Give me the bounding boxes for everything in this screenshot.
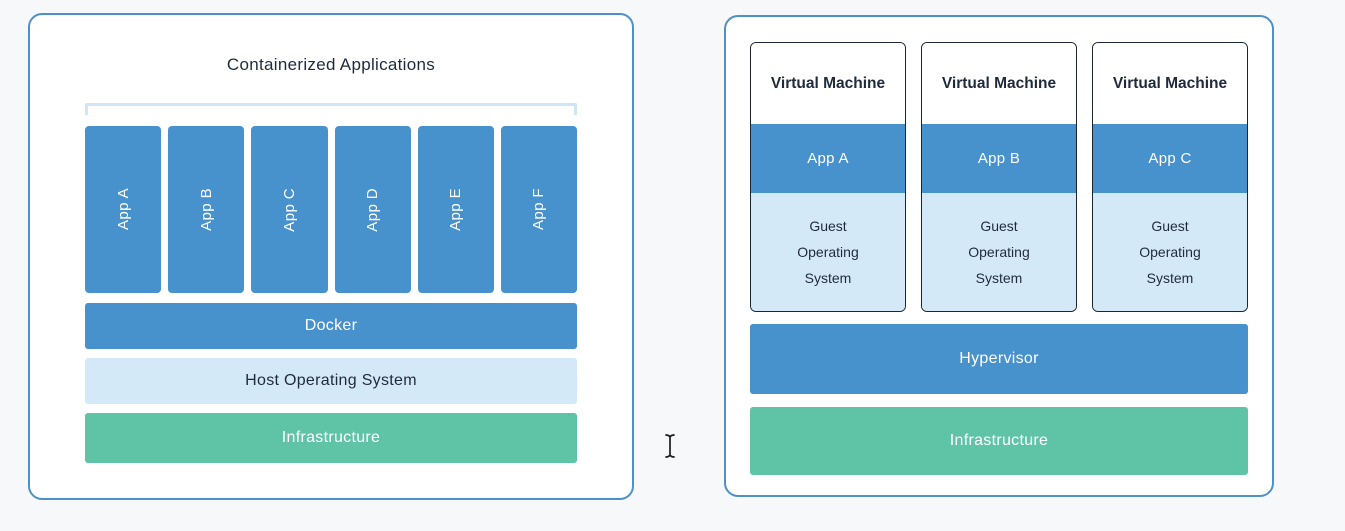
vm-box: Virtual Machine App B Guest Operating Sy…: [921, 42, 1077, 312]
vm-guest-os-label: Guest Operating System: [968, 218, 1030, 286]
app-column: App A: [85, 126, 162, 293]
app-column-label: App F: [530, 188, 548, 231]
containers-panel: Containerized Applications App A App B A…: [28, 13, 634, 500]
app-column: App D: [334, 126, 411, 293]
vm-title: Virtual Machine: [1093, 43, 1247, 124]
app-column: App B: [168, 126, 245, 293]
vm-title: Virtual Machine: [751, 43, 905, 124]
text-cursor-icon: [665, 434, 675, 458]
hypervisor-layer: Hypervisor: [750, 324, 1248, 394]
host-os-layer: Host Operating System: [85, 358, 577, 404]
vm-guest-os-layer: Guest Operating System: [1093, 193, 1247, 311]
apps-bracket: [85, 103, 577, 115]
vm-guest-os-layer: Guest Operating System: [751, 193, 905, 311]
app-column-label: App B: [197, 188, 215, 231]
app-column-label: App C: [280, 187, 298, 232]
vm-box: Virtual Machine App A Guest Operating Sy…: [750, 42, 906, 312]
app-column: App E: [417, 126, 494, 293]
containers-panel-title: Containerized Applications: [226, 55, 436, 74]
vm-app-layer: App A: [751, 124, 905, 193]
app-column-label: App A: [114, 188, 132, 231]
app-column: App C: [251, 126, 328, 293]
vm-app-layer: App B: [922, 124, 1076, 193]
app-column: App F: [500, 126, 578, 293]
vms-panel: Virtual Machine App A Guest Operating Sy…: [724, 15, 1274, 497]
vm-title: Virtual Machine: [922, 43, 1076, 124]
infrastructure-layer: Infrastructure: [85, 413, 577, 463]
vm-guest-os-layer: Guest Operating System: [922, 193, 1076, 311]
vm-app-layer: App C: [1093, 124, 1247, 193]
app-column-label: App D: [364, 187, 382, 232]
vm-row: Virtual Machine App A Guest Operating Sy…: [750, 42, 1248, 312]
apps-row: App A App B App C App D App E App F: [85, 126, 578, 293]
app-column-label: App E: [447, 188, 465, 231]
docker-layer: Docker: [85, 303, 577, 349]
vm-box: Virtual Machine App C Guest Operating Sy…: [1092, 42, 1248, 312]
infrastructure-layer: Infrastructure: [750, 407, 1248, 475]
vm-guest-os-label: Guest Operating System: [797, 218, 859, 286]
vm-guest-os-label: Guest Operating System: [1139, 218, 1201, 286]
